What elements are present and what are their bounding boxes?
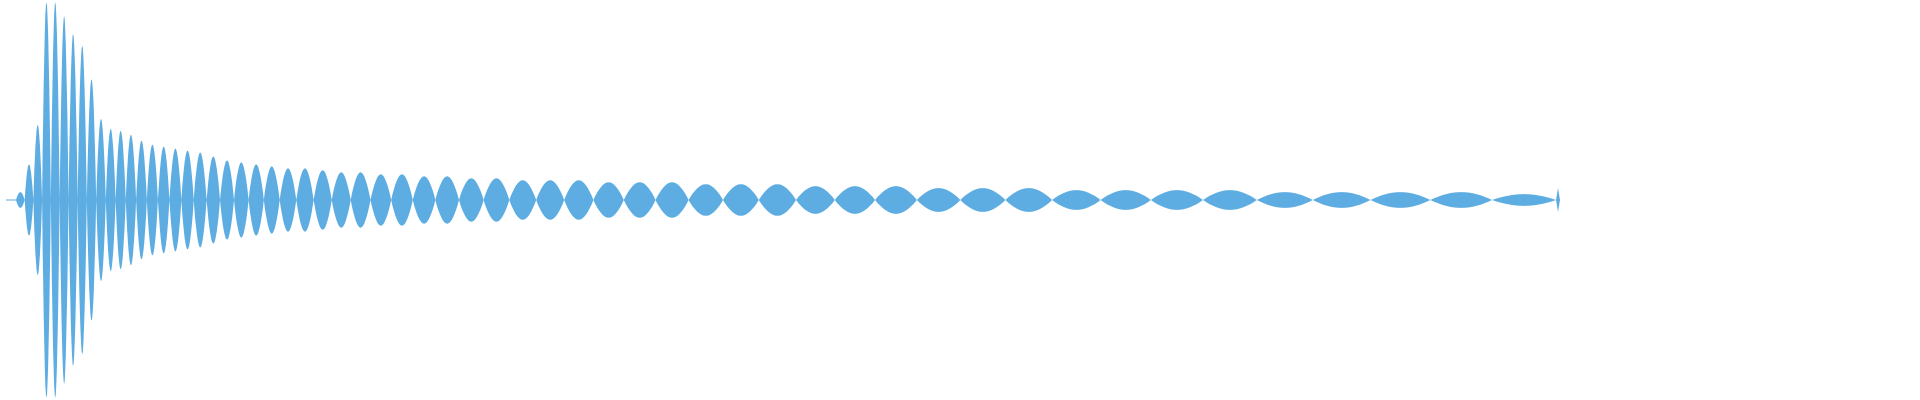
waveform-shape — [16, 2, 1556, 398]
waveform-end-spike — [1556, 188, 1560, 212]
